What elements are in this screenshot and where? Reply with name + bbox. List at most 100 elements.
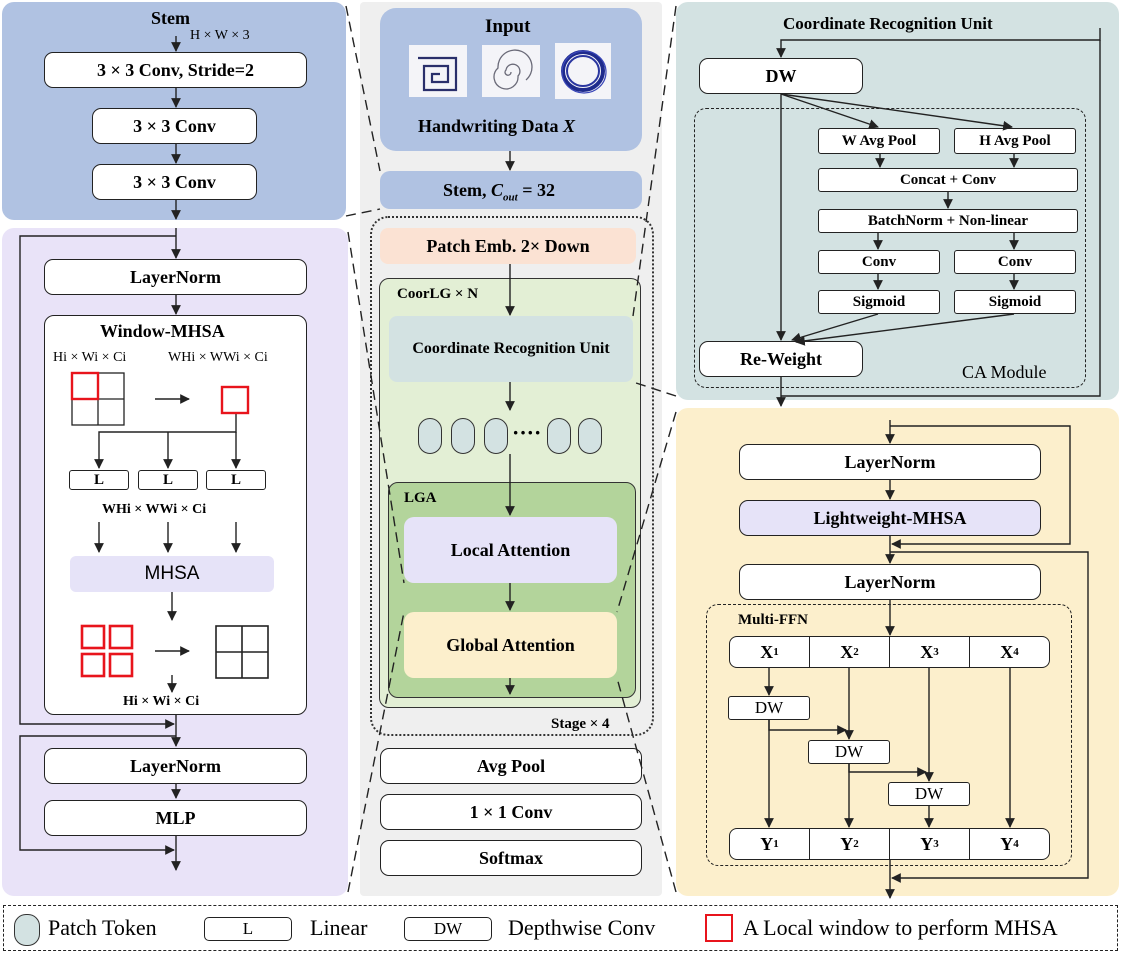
ca-module-label: CA Module: [962, 362, 1047, 382]
lightweight-mhsa-box: Lightweight-MHSA: [739, 500, 1041, 536]
sigmoid-box-left: Sigmoid: [818, 290, 940, 314]
legend-linear-box: L: [204, 917, 292, 941]
dims-left: Hi × Wi × Ci: [53, 350, 127, 365]
y2-label: Y: [840, 833, 854, 854]
block-layernorm-bottom: LayerNorm: [44, 748, 307, 784]
dims-mid: WHi × WWi × Ci: [102, 502, 207, 517]
legend-linear-label: Linear: [310, 915, 368, 940]
linear-box-1: L: [69, 470, 129, 490]
lga-layernorm-1: LayerNorm: [739, 444, 1041, 480]
multi-ffn-label: Multi-FFN: [738, 612, 808, 628]
stem-box: [380, 171, 642, 209]
cru-box: Coordinate Recognition Unit: [389, 316, 633, 382]
x2-label: X: [840, 641, 854, 662]
input-caption: Handwriting Data X: [418, 116, 575, 137]
input-var: X: [563, 116, 576, 136]
stem-sub: out: [503, 191, 518, 204]
token-dots: ····: [512, 420, 542, 445]
y3-idx: 3: [933, 838, 939, 850]
legend-patch-token-label: Patch Token: [48, 915, 157, 940]
handwriting-sample-spiral: [482, 45, 540, 97]
patch-token-5: [578, 418, 602, 454]
batchnorm-box: BatchNorm + Non-linear: [818, 209, 1078, 233]
stem-conv-2: 3 × 3 Conv: [92, 108, 257, 144]
y3-label: Y: [920, 833, 934, 854]
linear-box-3: L: [206, 470, 266, 490]
stem-dims: H × W × 3: [190, 28, 250, 43]
stem-conv-stride2: 3 × 3 Conv, Stride=2: [44, 52, 307, 88]
handwriting-sample-circle: [555, 43, 611, 99]
stem-title: Stem: [151, 8, 190, 28]
x4-label: X: [1000, 641, 1014, 662]
softmax-box: Softmax: [380, 840, 642, 876]
cru-dw-box: DW: [699, 58, 863, 94]
input-title: Input: [485, 16, 531, 37]
patch-token-2: [451, 418, 475, 454]
concat-conv-box: Concat + Conv: [818, 168, 1078, 192]
cru-title: Coordinate Recognition Unit: [783, 14, 993, 33]
mlp-box: MLP: [44, 800, 307, 836]
x3-label: X: [920, 641, 934, 662]
conv-box-right: Conv: [954, 250, 1076, 274]
lga-label: LGA: [404, 490, 437, 506]
block-layernorm-top: LayerNorm: [44, 259, 307, 295]
stem-label: Stem,: [443, 180, 487, 200]
x3-idx: 3: [933, 646, 939, 658]
sigmoid-box-right: Sigmoid: [954, 290, 1076, 314]
y4-idx: 4: [1013, 838, 1019, 850]
stem-eq: = 32: [517, 180, 555, 200]
w-avg-pool-box: W Avg Pool: [818, 128, 940, 154]
patch-token-1: [418, 418, 442, 454]
reweight-box: Re-Weight: [699, 341, 863, 377]
window-mhsa-title: Window-MHSA: [100, 321, 225, 341]
legend-local-window-label: A Local window to perform MHSA: [743, 915, 1058, 940]
x1-label: X: [760, 641, 774, 662]
ffn-dw-3: DW: [888, 782, 970, 806]
patch-token-4: [547, 418, 571, 454]
stem-c: C: [491, 180, 504, 200]
avg-pool-box: Avg Pool: [380, 748, 642, 784]
patch-emb-box: Patch Emb. 2× Down: [380, 228, 636, 264]
stage-label: Stage × 4: [551, 716, 610, 732]
legend-box: [3, 905, 1118, 951]
conv1x1-box: 1 × 1 Conv: [380, 794, 642, 830]
coorlg-label: CoorLG × N: [397, 286, 479, 302]
y2-idx: 2: [853, 838, 859, 850]
linear-box-2: L: [138, 470, 198, 490]
lga-layernorm-2: LayerNorm: [739, 564, 1041, 600]
mhsa-box: MHSA: [70, 556, 274, 592]
h-avg-pool-box: H Avg Pool: [954, 128, 1076, 154]
stem-conv-3: 3 × 3 Conv: [92, 164, 257, 200]
x4-idx: 4: [1013, 646, 1019, 658]
global-attention-box: Global Attention: [404, 612, 617, 678]
handwriting-sample-square-spiral: [409, 45, 467, 97]
y4-label: Y: [1000, 833, 1014, 854]
dims-right: WHi × WWi × Ci: [168, 350, 268, 365]
ffn-dw-2: DW: [808, 740, 890, 764]
y1-label: Y: [760, 833, 774, 854]
dims-out: Hi × Wi × Ci: [123, 694, 200, 709]
patch-token-3: [484, 418, 508, 454]
legend-depthwise-label: Depthwise Conv: [508, 915, 656, 940]
x2-idx: 2: [853, 646, 859, 658]
conv-box-left: Conv: [818, 250, 940, 274]
y1-idx: 1: [773, 838, 779, 850]
input-caption-text: Handwriting Data: [418, 116, 559, 136]
x1-idx: 1: [773, 646, 779, 658]
local-attention-box: Local Attention: [404, 517, 617, 583]
ffn-dw-1: DW: [728, 696, 810, 720]
stem-box-label: Stem, Cout = 32: [443, 180, 555, 204]
legend-dw-box: DW: [404, 917, 492, 941]
legend-patch-token-icon: [14, 914, 40, 946]
legend-local-window-icon: [705, 914, 733, 942]
